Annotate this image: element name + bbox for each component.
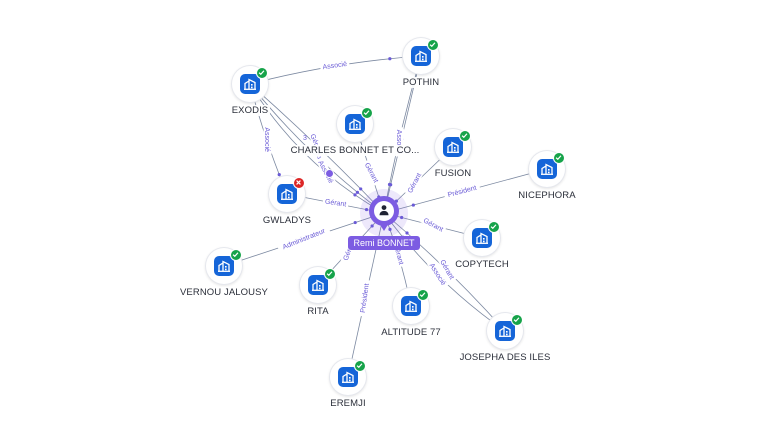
building-icon [495,321,515,341]
edge-arrow-marker [353,220,357,225]
edge-label: Associé [263,127,270,152]
building-icon [240,74,260,94]
check-icon [417,289,429,301]
check-icon [459,130,471,142]
building-icon [443,137,463,157]
company-node-label[interactable]: FUSION [432,168,474,179]
company-node-label[interactable]: VERNOU JALOUSY [178,287,270,298]
edge-label: Président [360,283,371,313]
person-icon [374,201,394,221]
edge-label: Gérant [422,217,444,233]
edge-label-group: Administrateur [276,224,331,253]
edge-arrow-marker [353,193,357,197]
company-node-label[interactable]: GWLADYS [260,215,314,226]
check-icon [427,39,439,51]
edge-arrow-marker [370,224,374,228]
edge-label-group: Associé [263,125,272,155]
edge-label: Associé [322,61,347,71]
edge-arrow-marker [387,182,392,187]
check-icon [511,314,523,326]
edge-exodis-center [249,83,385,214]
relation-badge-dot[interactable] [325,169,334,178]
edge-label: Associé [395,130,402,155]
company-node-label[interactable]: JOSEPHA DES ILES [457,352,553,363]
edge-arrow-marker [388,57,392,61]
edge-label-group: Gérant [420,215,447,235]
company-node-label[interactable]: ALTITUDE 77 [379,327,443,338]
building-icon [411,46,431,66]
check-icon [553,152,565,164]
edge-label: Administrateur [282,228,327,252]
center-person-label[interactable]: Remi BONNET [348,236,420,250]
company-node-label[interactable]: POTHIN [400,77,442,88]
building-icon [401,296,421,316]
edge-arrow-marker [359,187,363,191]
edge-label-group: Président [357,279,371,317]
edge-arrow-marker [388,227,392,232]
company-node-label[interactable]: EREMJI [328,398,368,409]
edge-label-group: Gérant [322,196,349,209]
edge-arrow-marker [411,203,415,207]
building-icon [537,159,557,179]
edge-arrow-marker [277,172,281,177]
edge-arrow-marker [405,231,409,235]
building-icon [277,184,297,204]
building-icon [345,114,365,134]
edge-arrow-marker [400,215,404,220]
building-icon [214,256,234,276]
edge-label-group: Associé [319,59,350,71]
relation-count: 3 [303,135,307,142]
check-icon [488,221,500,233]
edge-label: Gérant [324,199,346,209]
check-icon [354,360,366,372]
building-icon [308,275,328,295]
company-node-label[interactable]: NICEPHORA [516,190,578,201]
building-icon [338,367,358,387]
company-node-label[interactable]: EXODIS [229,105,271,116]
check-icon [256,67,268,79]
company-node-label[interactable]: RITA [305,306,331,317]
edge-arrow-marker [355,190,360,194]
company-node-label[interactable]: CHARLES BONNET ET CO... [288,145,422,156]
check-icon [361,107,373,119]
cross-icon [293,177,305,189]
company-node-label[interactable]: COPYTECH [453,259,511,270]
person-pin[interactable] [369,196,399,226]
edge-arrow-marker [364,207,369,212]
pin-tip [379,223,389,231]
check-icon [324,268,336,280]
building-icon [472,228,492,248]
check-icon [230,249,242,261]
